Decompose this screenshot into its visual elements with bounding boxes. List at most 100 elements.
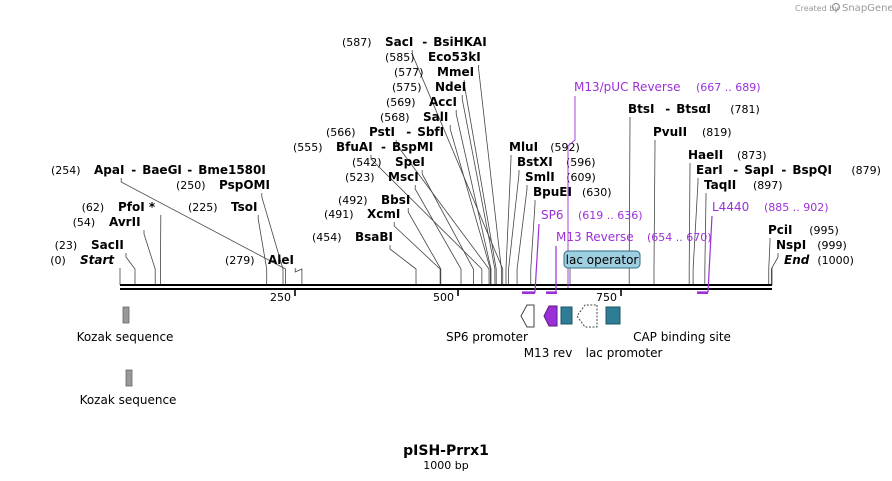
site-separator: - [665, 102, 670, 116]
ruler-tick-label: 500 [433, 291, 454, 304]
site-saci[interactable]: (587)SacI-BsiHKAI [342, 35, 487, 49]
site-bsabi[interactable]: (454)BsaBI [312, 230, 393, 244]
site-mlui[interactable]: (592)MluI [509, 140, 580, 154]
site-connector [393, 222, 441, 285]
site-apai[interactable]: (254)ApaI-BaeGI-Bme1580I [51, 163, 266, 177]
site-spei[interactable]: (542)SpeI [352, 155, 425, 169]
site-connector [508, 170, 520, 285]
site-position: (225) [188, 201, 218, 214]
site-btsi[interactable]: (781)BtsI-BtsαI [628, 102, 760, 116]
map-title: pISH-Prrx1 [403, 443, 489, 459]
site-separator: - [131, 163, 136, 177]
site-name: PfoI * [118, 200, 156, 214]
site-position: (873) [737, 149, 767, 162]
site-bstxi[interactable]: (596)BstXI [517, 155, 596, 169]
primer-l4440[interactable]: L4440 (885 .. 902) [697, 200, 829, 294]
primer-m13-reverse[interactable]: M13 Reverse (654 .. 670) [546, 230, 712, 294]
site-nspi[interactable]: (999) NspI [776, 238, 847, 252]
site-pfoi[interactable]: (62)PfoI * [82, 200, 156, 214]
site-name: MmeI [437, 65, 474, 79]
site-name: End [784, 253, 810, 267]
site-pspomi[interactable]: (250)PspOMI [176, 178, 270, 192]
site-connector [768, 238, 771, 285]
feature-lac-promoter[interactable]: lac promoter [576, 304, 663, 360]
primer-range: (667 .. 689) [696, 81, 761, 94]
site-name: ApaI [94, 163, 124, 177]
feature-kozak-2[interactable]: Kozak sequence [80, 369, 177, 407]
primer-sp6[interactable]: SP6 (619 .. 636) [522, 208, 643, 294]
site-position: (879) [851, 164, 881, 177]
site-name: BspQI [792, 163, 832, 177]
site-bpuei[interactable]: (630)BpuEI [533, 185, 612, 199]
site-name: SacI [385, 35, 413, 49]
site-connector [120, 178, 287, 285]
feature-lac-operator-box[interactable] [560, 306, 573, 325]
feature-sp6-promoter[interactable]: SP6 promoter [446, 304, 535, 344]
feature-label: lac promoter [586, 346, 663, 360]
site-position: (555) [293, 141, 323, 154]
primer-range: (619 .. 636) [578, 209, 643, 222]
primer-m13-puc-reverse[interactable]: M13/pUC Reverse (667 .. 689) [567, 80, 761, 288]
site-sacii[interactable]: (23)SacII [55, 238, 124, 252]
primer-name: SP6 [541, 208, 564, 222]
site-eari[interactable]: (879)EarI-SapI-BspQI [696, 163, 881, 177]
feature-m13-rev[interactable]: M13 rev [524, 305, 573, 360]
feature-label: Kozak sequence [77, 330, 174, 344]
site-position: (1000) [817, 254, 854, 267]
site-bbsi[interactable]: (492)BbsI [338, 193, 410, 207]
sequence-backbone [120, 284, 772, 290]
site-bfuai[interactable]: (555)BfuAI-BspMI [293, 140, 433, 154]
site-avrii[interactable]: (54)AvrII [73, 215, 141, 229]
restriction-site-labels: (0)Start(23)SacII (54)AvrII(62)PfoI * (254… [50, 35, 881, 267]
site-smli[interactable]: (609) SmlI [525, 170, 596, 184]
site-name: AccI [429, 95, 457, 109]
site-psti[interactable]: (566)PstI-SbfI [326, 125, 444, 139]
site-separator: - [381, 140, 386, 154]
site-connector [530, 200, 536, 285]
site-connector [628, 117, 631, 285]
site-tsoi[interactable]: (225)TsoI [188, 200, 257, 214]
site-position: (0) [50, 254, 66, 267]
site-name: XcmI [367, 207, 400, 221]
site-name: TaqII [704, 178, 736, 192]
site-name: NspI [776, 238, 806, 252]
site-mmei[interactable]: (577)MmeI [394, 65, 474, 79]
site-eco53ki[interactable]: (585)Eco53kI [385, 50, 481, 64]
site-connector [294, 268, 303, 285]
credit-prefix: Created by [795, 4, 839, 13]
site-sali[interactable]: (568)SalI [380, 110, 448, 124]
site-ndei[interactable]: (575)NdeI [392, 80, 466, 94]
site-position: (999) [817, 239, 847, 252]
site-haeii[interactable]: (873)HaeII [688, 148, 767, 162]
site-position: (523) [345, 171, 375, 184]
site-acci[interactable]: (569) AccI [386, 95, 457, 109]
site-msci[interactable]: (523)MscI [345, 170, 419, 184]
feature-lac-operator[interactable]: lac operator [563, 250, 641, 285]
site-position: (254) [51, 164, 81, 177]
snapgene-logo-icon [831, 2, 841, 12]
site-xcmi[interactable]: (491)XcmI [324, 207, 400, 221]
site-name: EarI [696, 163, 723, 177]
site-position: (609) [566, 171, 596, 184]
site-connector [389, 245, 417, 285]
site-pcii[interactable]: (995)PciI [768, 223, 839, 237]
site-end[interactable]: (1000) End [784, 253, 854, 267]
site-name: SbfI [417, 125, 444, 139]
site-position: (819) [702, 126, 732, 139]
site-connector [411, 50, 504, 285]
credit-brand: SnapGene [842, 3, 892, 14]
site-name: PciI [768, 223, 793, 237]
feature-label: SP6 promoter [446, 330, 528, 344]
site-start[interactable]: (0)Start [50, 253, 115, 267]
primer-range: (654 .. 670) [647, 231, 712, 244]
site-position: (592) [550, 141, 580, 154]
site-position: (569) [386, 96, 416, 109]
site-pvuii[interactable]: (819)PvuII [653, 125, 732, 139]
feature-kozak-1[interactable]: Kozak sequence [77, 306, 174, 344]
site-taqii[interactable]: (897)TaqII [704, 178, 783, 192]
feature-cap-binding-site[interactable]: CAP binding site [605, 306, 731, 344]
feature-label: CAP binding site [633, 330, 731, 344]
site-connector [653, 140, 656, 285]
site-alei[interactable]: (279)AleI [225, 253, 294, 267]
site-name: SmlI [525, 170, 555, 184]
